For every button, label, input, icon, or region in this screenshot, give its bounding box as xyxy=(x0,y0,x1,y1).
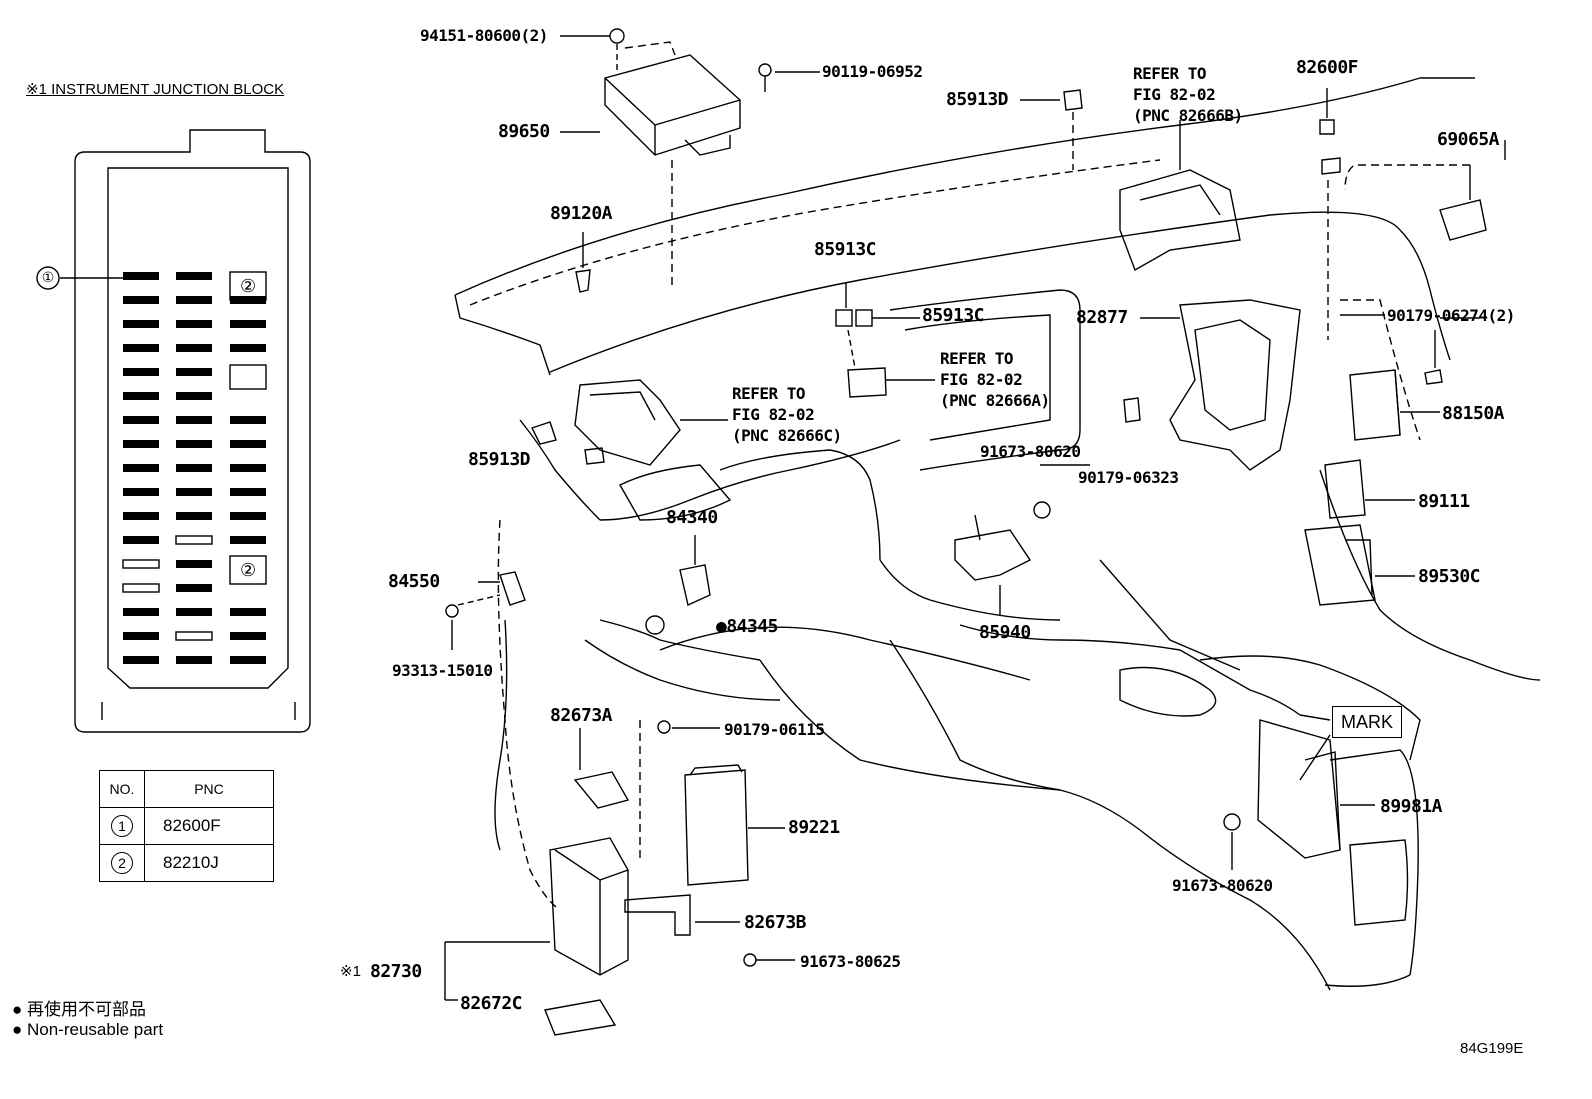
junction-block-drawing xyxy=(36,129,311,733)
table-row-pnc: 82210J xyxy=(144,844,274,882)
part-label: 85913C xyxy=(922,305,985,326)
part-label: 91673-80625 xyxy=(800,952,901,971)
part-label: 88150A xyxy=(1442,403,1505,424)
refer-label: (PNC 82666A) xyxy=(940,391,1050,410)
part-label: 82600F xyxy=(1296,57,1359,78)
refer-label: REFER TO xyxy=(732,384,806,403)
mark-label: MARK xyxy=(1332,706,1402,738)
callout-2-label-a: ② xyxy=(240,276,257,296)
refer-label: REFER TO xyxy=(1133,64,1207,83)
part-label: 91673-80620 xyxy=(980,442,1081,461)
figure-code: 84G199E xyxy=(1460,1040,1524,1057)
part-label: 85913D xyxy=(946,89,1009,110)
part-label: 69065A xyxy=(1437,129,1500,150)
parts-drawing xyxy=(444,28,1487,1036)
part-label: 82877 xyxy=(1076,307,1128,328)
leader-lines xyxy=(560,35,1506,319)
junction-block-title: ※1 INSTRUMENT JUNCTION BLOCK xyxy=(26,81,285,98)
callout-1-label: ① xyxy=(41,269,55,285)
part-label: 84550 xyxy=(388,571,440,592)
part-label: 89981A xyxy=(1380,796,1443,817)
part-label: 89111 xyxy=(1418,491,1470,512)
table-header-no: NO. xyxy=(99,770,145,808)
part-label: 82730 xyxy=(370,961,422,982)
legend-jp: ● 再使用不可部品 xyxy=(12,1000,146,1019)
table-header-pnc: PNC xyxy=(144,770,274,808)
part-label: 82672C xyxy=(460,993,523,1014)
part-label: 85913C xyxy=(814,239,877,260)
part-label: 90179-06323 xyxy=(1078,468,1179,487)
part-label: 89530C xyxy=(1418,566,1481,587)
table-row: 2 82210J xyxy=(99,844,274,882)
refer-label: (PNC 82666C) xyxy=(732,426,842,445)
part-label: 90179-06274(2) xyxy=(1387,306,1515,325)
part-label: 82673B xyxy=(744,912,807,933)
refer-label: FIG 82-02 xyxy=(732,405,815,424)
table-row: 1 82600F xyxy=(99,807,274,845)
refer-label: (PNC 82666B) xyxy=(1133,106,1243,125)
part-label: ●84345 xyxy=(716,616,779,637)
part-label: 89120A xyxy=(550,203,613,224)
table-row-no: 2 xyxy=(111,852,133,874)
table-row-no: 1 xyxy=(111,815,133,837)
part-label: 89221 xyxy=(788,817,840,838)
table-row-pnc: 82600F xyxy=(144,807,274,845)
legend-en: ● Non-reusable part xyxy=(12,1020,164,1039)
part-label: 89650 xyxy=(498,121,550,142)
part-label: 93313-15010 xyxy=(392,661,493,680)
part-label: 91673-80620 xyxy=(1172,876,1273,895)
refer-label: FIG 82-02 xyxy=(1133,85,1216,104)
part-label: 85913D xyxy=(468,449,531,470)
part-label: 84340 xyxy=(666,507,718,528)
dashboard-drawing xyxy=(454,77,1541,991)
part-label: 94151-80600(2) xyxy=(420,26,548,45)
part-label: 82673A xyxy=(550,705,613,726)
part-label-prefix: ※1 xyxy=(340,963,361,980)
part-label: 85940 xyxy=(979,622,1031,643)
callout-2-label-b: ② xyxy=(240,560,257,580)
part-label: 90179-06115 xyxy=(724,720,825,739)
pnc-table: NO. PNC 1 82600F 2 82210J xyxy=(99,770,274,882)
refer-label: FIG 82-02 xyxy=(940,370,1023,389)
refer-label: REFER TO xyxy=(940,349,1014,368)
part-label: 90119-06952 xyxy=(822,62,923,81)
